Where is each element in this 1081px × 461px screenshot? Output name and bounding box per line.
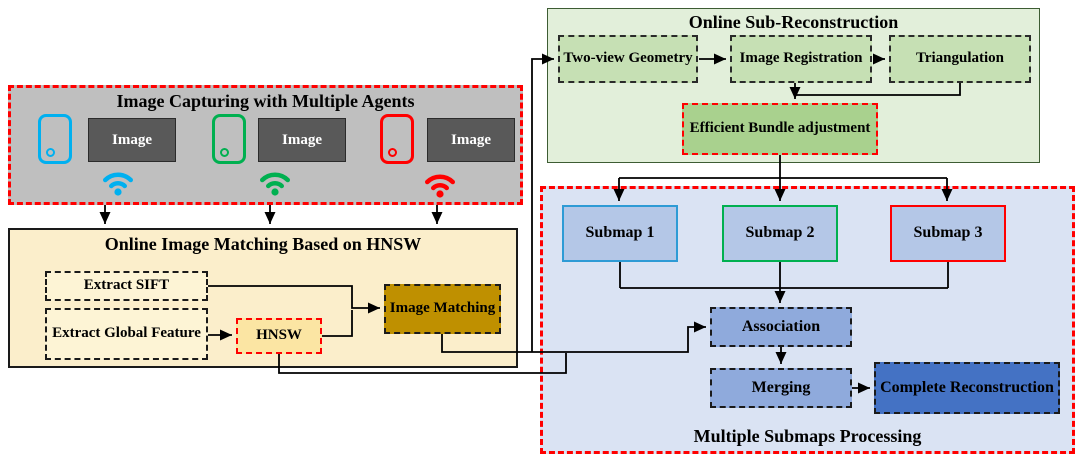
two-view-geometry-node: Two-view Geometry: [558, 35, 698, 83]
image-registration-node: Image Registration: [730, 35, 872, 83]
efficient-bundle-adjustment-node: Efficient Bundle adjustment: [682, 103, 878, 155]
extract-sift-node: Extract SIFT: [45, 271, 208, 301]
hnsw-node: HNSW: [236, 318, 322, 354]
phone-home-circle: [220, 148, 229, 157]
wifi-icon-red: [425, 174, 455, 198]
submap-2-node: Submap 2: [722, 205, 838, 262]
wifi-icon-blue: [103, 172, 133, 196]
submaps-title: Multiple Submaps Processing: [693, 426, 922, 446]
image-box-3: Image: [427, 118, 515, 162]
submap-1-node: Submap 1: [562, 205, 678, 262]
phone-icon-blue: [38, 114, 72, 164]
image-box-1: Image: [88, 118, 176, 162]
image-box-2: Image: [258, 118, 346, 162]
wifi-icon-green: [260, 172, 290, 196]
image-matching-node: Image Matching: [384, 284, 501, 334]
capture-title: Image Capturing with Multiple Agents: [116, 91, 415, 111]
phone-icon-green: [212, 114, 246, 164]
merging-node: Merging: [710, 368, 852, 408]
phone-home-circle: [388, 148, 397, 157]
association-node: Association: [710, 307, 852, 347]
reconstruction-title: Online Sub-Reconstruction: [688, 12, 899, 32]
triangulation-node: Triangulation: [889, 35, 1031, 83]
phone-icon-red: [380, 114, 414, 164]
submap-3-node: Submap 3: [890, 205, 1006, 262]
complete-reconstruction-node: Complete Reconstruction: [874, 362, 1060, 414]
extract-global-feature-node: Extract Global Feature: [45, 308, 208, 360]
phone-home-circle: [46, 148, 55, 157]
matching-title: Online Image Matching Based on HNSW: [104, 234, 422, 254]
